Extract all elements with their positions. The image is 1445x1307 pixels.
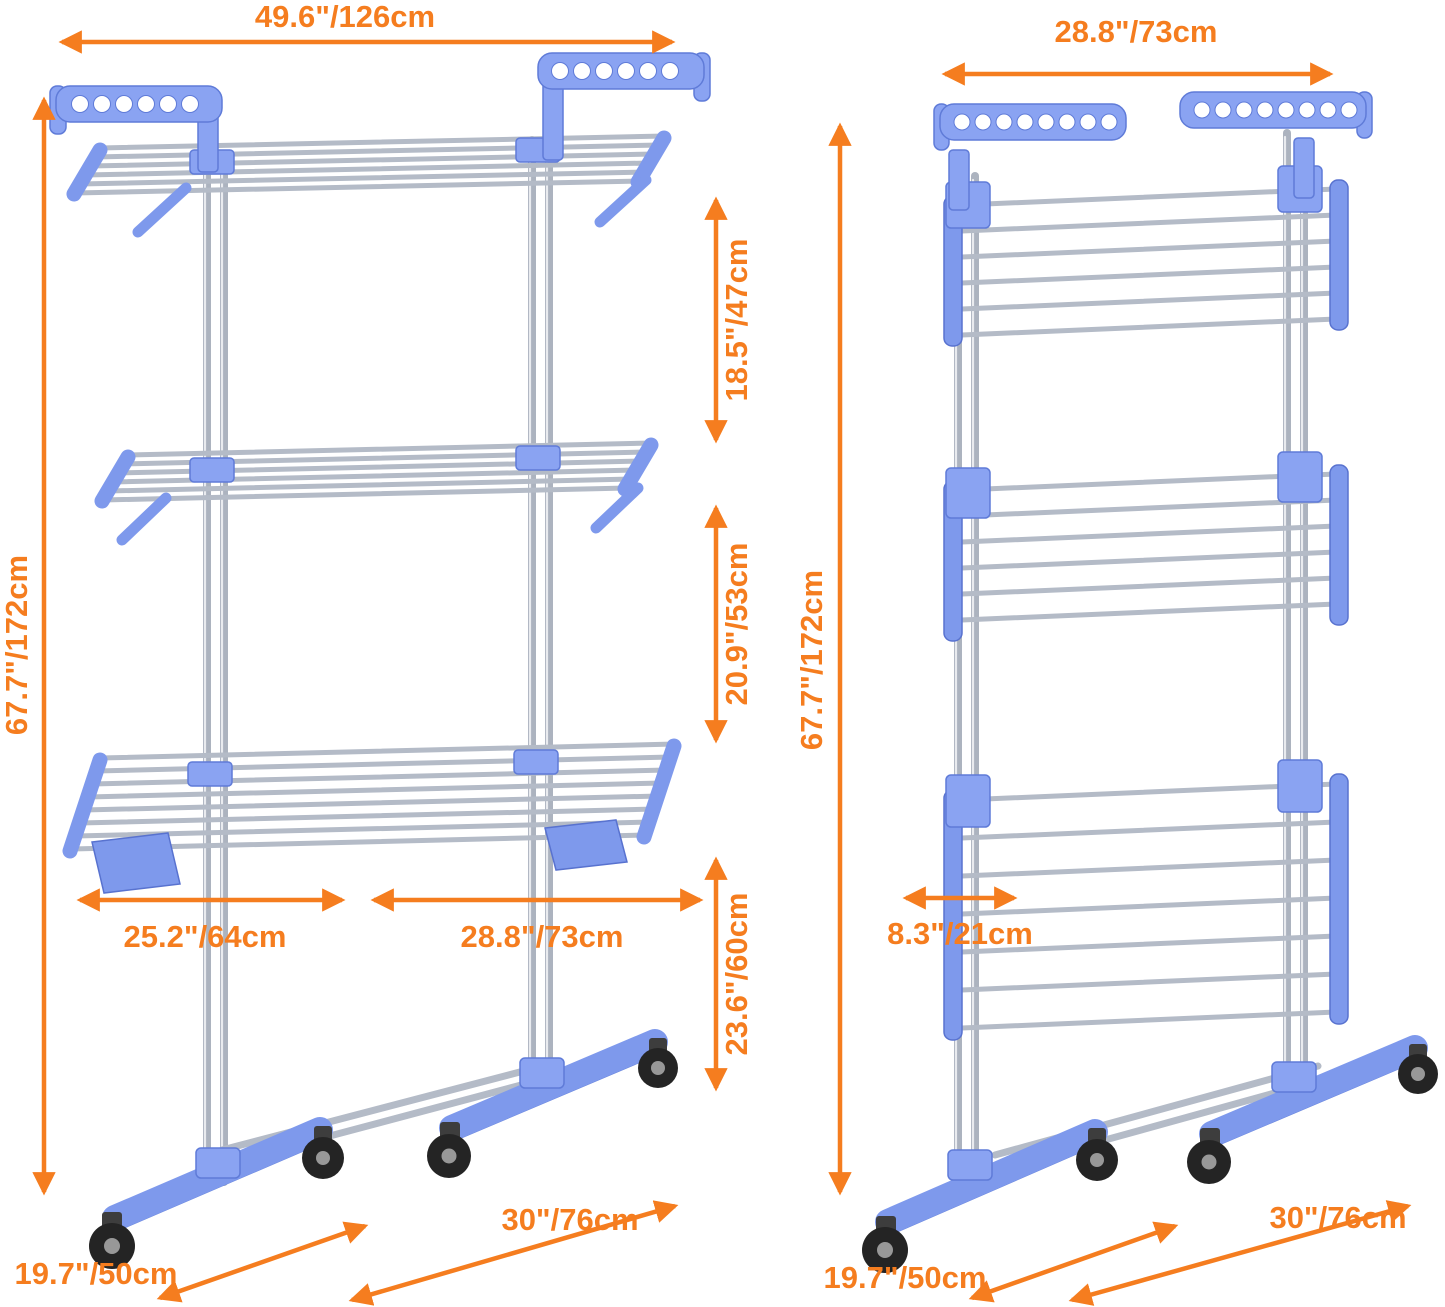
dim-label-gap-top: 18.5"/47cm	[719, 239, 754, 402]
dim-height-left: 67.7"/172cm	[0, 96, 56, 1196]
dim-label-shelf-width: 28.8"/73cm	[461, 919, 624, 954]
caster-wheel	[862, 1216, 908, 1273]
expanded-tier-2	[94, 437, 659, 546]
dim-folded-depth: 8.3"/21cm	[887, 886, 1033, 951]
left-arm-post	[948, 149, 970, 211]
caster-wheel	[89, 1212, 135, 1269]
dim-top-width-left: 49.6"/126cm	[58, 0, 676, 54]
dim-wing-width: 25.2"/64cm	[76, 888, 346, 954]
dim-label-depth-left: 19.7"/50cm	[15, 1256, 178, 1291]
dim-label-top-width-right: 28.8"/73cm	[1055, 14, 1218, 49]
folded-rack-illustration	[862, 91, 1438, 1273]
caster-wheel	[1187, 1128, 1231, 1184]
dim-label-folded-depth: 8.3"/21cm	[887, 916, 1033, 951]
caster-wheel	[638, 1038, 678, 1088]
dim-label-base-width-right: 30"/76cm	[1269, 1200, 1406, 1235]
dim-base-width-left: 30"/76cm	[348, 1200, 679, 1306]
dim-gap-bottom: 23.6"/60cm	[704, 856, 754, 1092]
dim-label-gap-bottom: 23.6"/60cm	[719, 893, 754, 1056]
dim-arrow	[348, 1200, 679, 1306]
expanded-rack-poles	[203, 136, 553, 1186]
dim-arrow	[968, 1221, 1179, 1303]
dim-height-right: 67.7"/172cm	[794, 122, 852, 1196]
dim-depth-left: 19.7"/50cm	[15, 1221, 369, 1303]
caster-wheel	[1398, 1044, 1438, 1094]
folded-panel-3	[943, 759, 1349, 1041]
right-arm-post	[1293, 137, 1315, 199]
dim-label-gap-middle: 20.9"/53cm	[719, 543, 754, 706]
dim-gap-top: 18.5"/47cm	[704, 196, 754, 444]
expanded-tier-3	[62, 738, 682, 894]
dim-top-width-right: 28.8"/73cm	[941, 14, 1334, 86]
expanded-rack-illustration	[49, 52, 711, 1269]
folded-top-hanger-arms	[933, 91, 1373, 211]
expanded-tier-1	[66, 130, 672, 238]
expanded-rack-base	[89, 1029, 678, 1269]
folded-panel-2	[943, 451, 1349, 642]
dim-label-height-right: 67.7"/172cm	[794, 570, 829, 750]
dim-label-wing-width: 25.2"/64cm	[124, 919, 287, 954]
dim-base-width-right: 30"/76cm	[1068, 1200, 1412, 1306]
dim-label-top-width-left: 49.6"/126cm	[255, 0, 435, 34]
dim-arrow	[156, 1221, 369, 1303]
dim-shelf-width: 28.8"/73cm	[370, 888, 704, 954]
folded-rack-base	[862, 1035, 1438, 1273]
caster-wheel	[1076, 1128, 1118, 1181]
dim-arrow	[1068, 1200, 1412, 1306]
caster-wheel	[302, 1126, 344, 1179]
dim-label-depth-right: 19.7"/50cm	[824, 1260, 987, 1295]
dim-label-base-width-left: 30"/76cm	[501, 1202, 638, 1237]
dim-label-height-left: 67.7"/172cm	[0, 555, 34, 735]
caster-wheel	[427, 1122, 471, 1178]
expanded-top-hanger-arms	[49, 52, 711, 173]
dim-gap-middle: 20.9"/53cm	[704, 504, 754, 744]
